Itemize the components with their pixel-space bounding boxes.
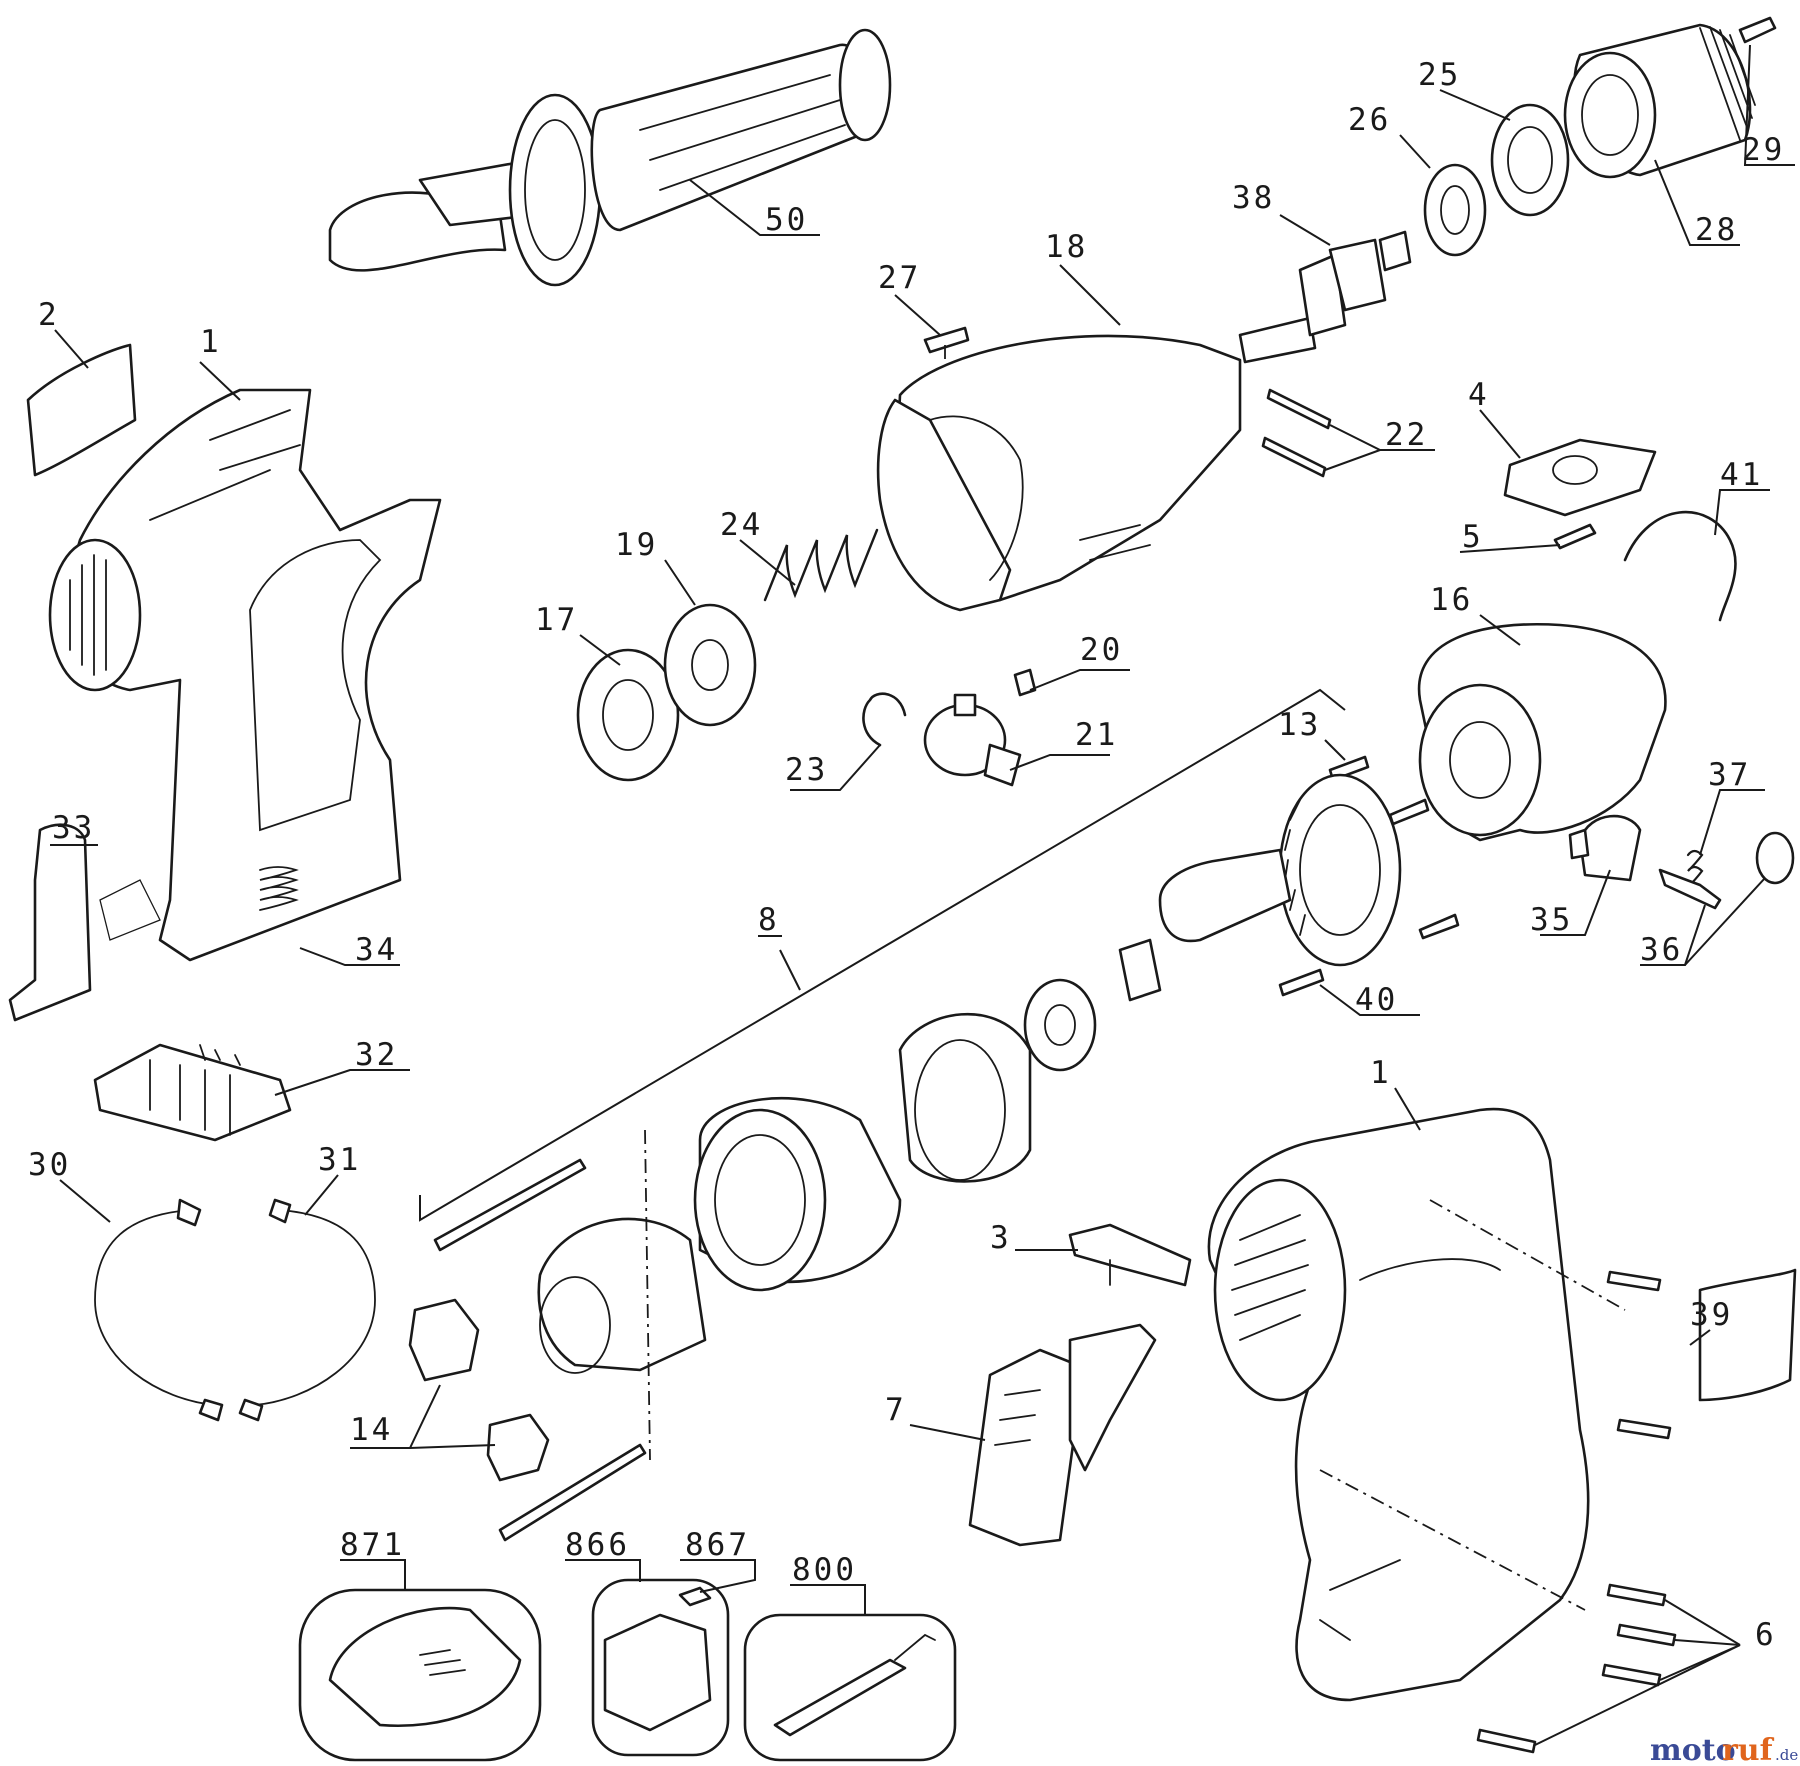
- part-21: [923, 693, 1022, 787]
- spring-part-24: [763, 528, 879, 602]
- callout-19: 19: [615, 527, 658, 563]
- callout-31: 31: [318, 1142, 361, 1178]
- callout-38: 38: [1232, 180, 1275, 216]
- rod-lower: [498, 1443, 647, 1542]
- brush-holder: [537, 1217, 707, 1374]
- callout-41: 41: [1720, 457, 1763, 493]
- callout-35: 35: [1530, 902, 1573, 938]
- tool-part-800: [743, 1613, 957, 1762]
- callout-29: 29: [1742, 132, 1785, 168]
- callout-3: 3: [990, 1220, 1012, 1256]
- part-20: [1013, 668, 1037, 697]
- spring-part-34: [259, 866, 299, 911]
- svg-text:ruf: ruf: [1722, 1733, 1775, 1766]
- part-19: [663, 603, 757, 727]
- housing-half-left-part-1: [48, 388, 442, 962]
- bearing: [1023, 978, 1097, 1072]
- part-35: [1568, 814, 1642, 882]
- callout-33: 33: [52, 810, 95, 846]
- screw-part-40: [1278, 968, 1325, 997]
- callout-4: 4: [1468, 377, 1490, 413]
- side-handle-part-50: [328, 28, 892, 287]
- callout-50: 50: [765, 202, 808, 238]
- spring-part-37: [1686, 849, 1704, 889]
- callout-22: 22: [1385, 417, 1428, 453]
- label-part-39: [1698, 1268, 1797, 1402]
- watermark-logo: moto ruf .de: [1650, 1733, 1798, 1766]
- callout-25: 25: [1418, 57, 1461, 93]
- charger-part-871: [298, 1588, 542, 1762]
- field-stator: [693, 1096, 902, 1292]
- callout-23: 23: [785, 752, 828, 788]
- gear-housing-part-16: [1417, 623, 1667, 842]
- callout-800: 800: [792, 1552, 857, 1588]
- brushes-part-14: [408, 1298, 550, 1482]
- callout-1a: 1: [200, 324, 222, 360]
- callout-28: 28: [1695, 212, 1738, 248]
- callout-34: 34: [355, 932, 398, 968]
- part-33: [8, 823, 92, 1022]
- callout-8: 8: [758, 902, 780, 938]
- callout-2: 2: [38, 297, 60, 333]
- callout-18: 18: [1045, 229, 1088, 265]
- callout-36: 36: [1640, 932, 1683, 968]
- washer-part-26: [1423, 163, 1487, 257]
- callout-6: 6: [1755, 1617, 1777, 1653]
- callout-867: 867: [685, 1527, 750, 1563]
- spindle-part-38: [1238, 230, 1412, 364]
- rod-upper: [433, 1158, 587, 1252]
- terminal-block-part-32: [93, 1043, 292, 1142]
- svg-text:.de: .de: [1775, 1746, 1798, 1764]
- gear-case-part-18: [876, 334, 1242, 612]
- callout-1b: 1: [1370, 1055, 1392, 1091]
- callout-40: 40: [1355, 982, 1398, 1018]
- end-cap: [898, 1013, 1032, 1183]
- screw-part-29: [1738, 16, 1777, 44]
- callout-13: 13: [1278, 707, 1321, 743]
- callout-7: 7: [885, 1392, 907, 1428]
- spring-clip-part-41: [1623, 510, 1737, 622]
- chuck-part-28: [1563, 23, 1756, 179]
- part-4: [1503, 438, 1657, 517]
- callout-20: 20: [1080, 632, 1123, 668]
- callout-30: 30: [28, 1147, 71, 1183]
- callout-5: 5: [1462, 519, 1484, 555]
- callout-37: 37: [1708, 757, 1751, 793]
- screws-part-6: [1476, 1270, 1677, 1754]
- callout-17: 17: [535, 602, 578, 638]
- assembly-bracket-8: [419, 688, 1346, 1222]
- callout-32: 32: [355, 1037, 398, 1073]
- callout-21: 21: [1075, 717, 1118, 753]
- svg-text:moto: moto: [1650, 1733, 1736, 1766]
- callout-26: 26: [1348, 102, 1391, 138]
- battery-part-866: [591, 1578, 730, 1757]
- wire-part-31: [249, 1209, 376, 1416]
- callout-866: 866: [565, 1527, 630, 1563]
- pins-part-22: [1261, 388, 1332, 478]
- part-3: [1068, 1223, 1192, 1287]
- screw-part-27: [923, 326, 970, 354]
- part-17: [576, 648, 680, 782]
- housing-half-right-part-1: [1207, 1107, 1590, 1702]
- callout-24: 24: [720, 507, 763, 543]
- part-36: [1658, 831, 1795, 910]
- armature-assembly: [1118, 773, 1402, 1002]
- washer-part-25: [1490, 103, 1570, 217]
- callout-39: 39: [1690, 1297, 1733, 1333]
- wire-part-30: [94, 1209, 219, 1416]
- switch-part-7: [968, 1323, 1157, 1547]
- clip-part-5: [1553, 523, 1597, 550]
- callout-871: 871: [340, 1527, 405, 1563]
- callout-14: 14: [350, 1412, 393, 1448]
- callout-27: 27: [878, 260, 921, 296]
- circlip-part-23: [862, 692, 907, 747]
- callout-16: 16: [1430, 582, 1473, 618]
- label-part-2: [26, 343, 137, 477]
